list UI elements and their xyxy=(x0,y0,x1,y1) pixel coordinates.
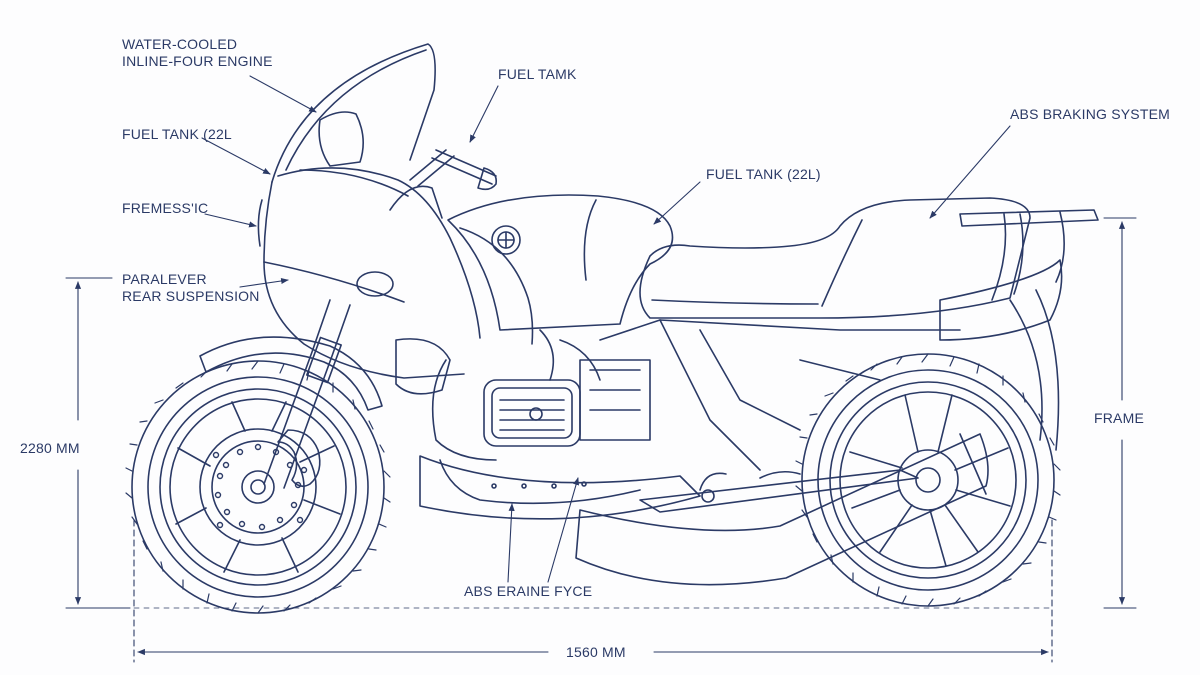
label-line: INLINE-FOUR ENGINE xyxy=(122,53,273,69)
label-frame: FRAME xyxy=(1094,410,1144,426)
luggage-rack xyxy=(939,209,1099,341)
label-fuel-tamk: FUEL TAMK xyxy=(498,66,577,82)
label-line: REAR SUSPENSION xyxy=(122,288,260,304)
rear-wheel xyxy=(795,353,1061,607)
dimension-length-label: 1560 MM xyxy=(566,644,626,660)
fuel-tank xyxy=(447,194,674,345)
front-fairing xyxy=(257,43,481,395)
label-abs-braking-system: ABS BRAKING SYSTEM xyxy=(1010,106,1170,122)
label-line: PARALEVER xyxy=(122,271,207,287)
frame-tube xyxy=(599,289,1060,471)
dimension-lines xyxy=(65,217,1137,663)
label-fuel-tank-left: FUEL TANK (22L xyxy=(122,126,232,142)
exhaust-pipe xyxy=(575,433,989,586)
leader-lines xyxy=(201,75,1011,583)
label-water-cooled-engine: WATER-COOLED INLINE-FOUR ENGINE xyxy=(122,36,273,70)
handlebar xyxy=(389,149,498,219)
dimension-height-label: 2280 MM xyxy=(20,440,80,456)
paralever-swingarm xyxy=(639,469,919,513)
label-fremess: FREMESS'IC xyxy=(122,200,209,216)
label-fuel-tank-right: FUEL TANK (22L) xyxy=(706,166,821,182)
label-paralever-suspension: PARALEVER REAR SUSPENSION xyxy=(122,271,260,305)
front-fork xyxy=(199,299,383,489)
label-line: WATER-COOLED xyxy=(122,36,238,52)
engine-block xyxy=(419,329,701,520)
seat xyxy=(639,197,1031,319)
label-abs-eraine: ABS ERAINE FYCE xyxy=(464,583,593,599)
front-wheel xyxy=(125,360,391,614)
